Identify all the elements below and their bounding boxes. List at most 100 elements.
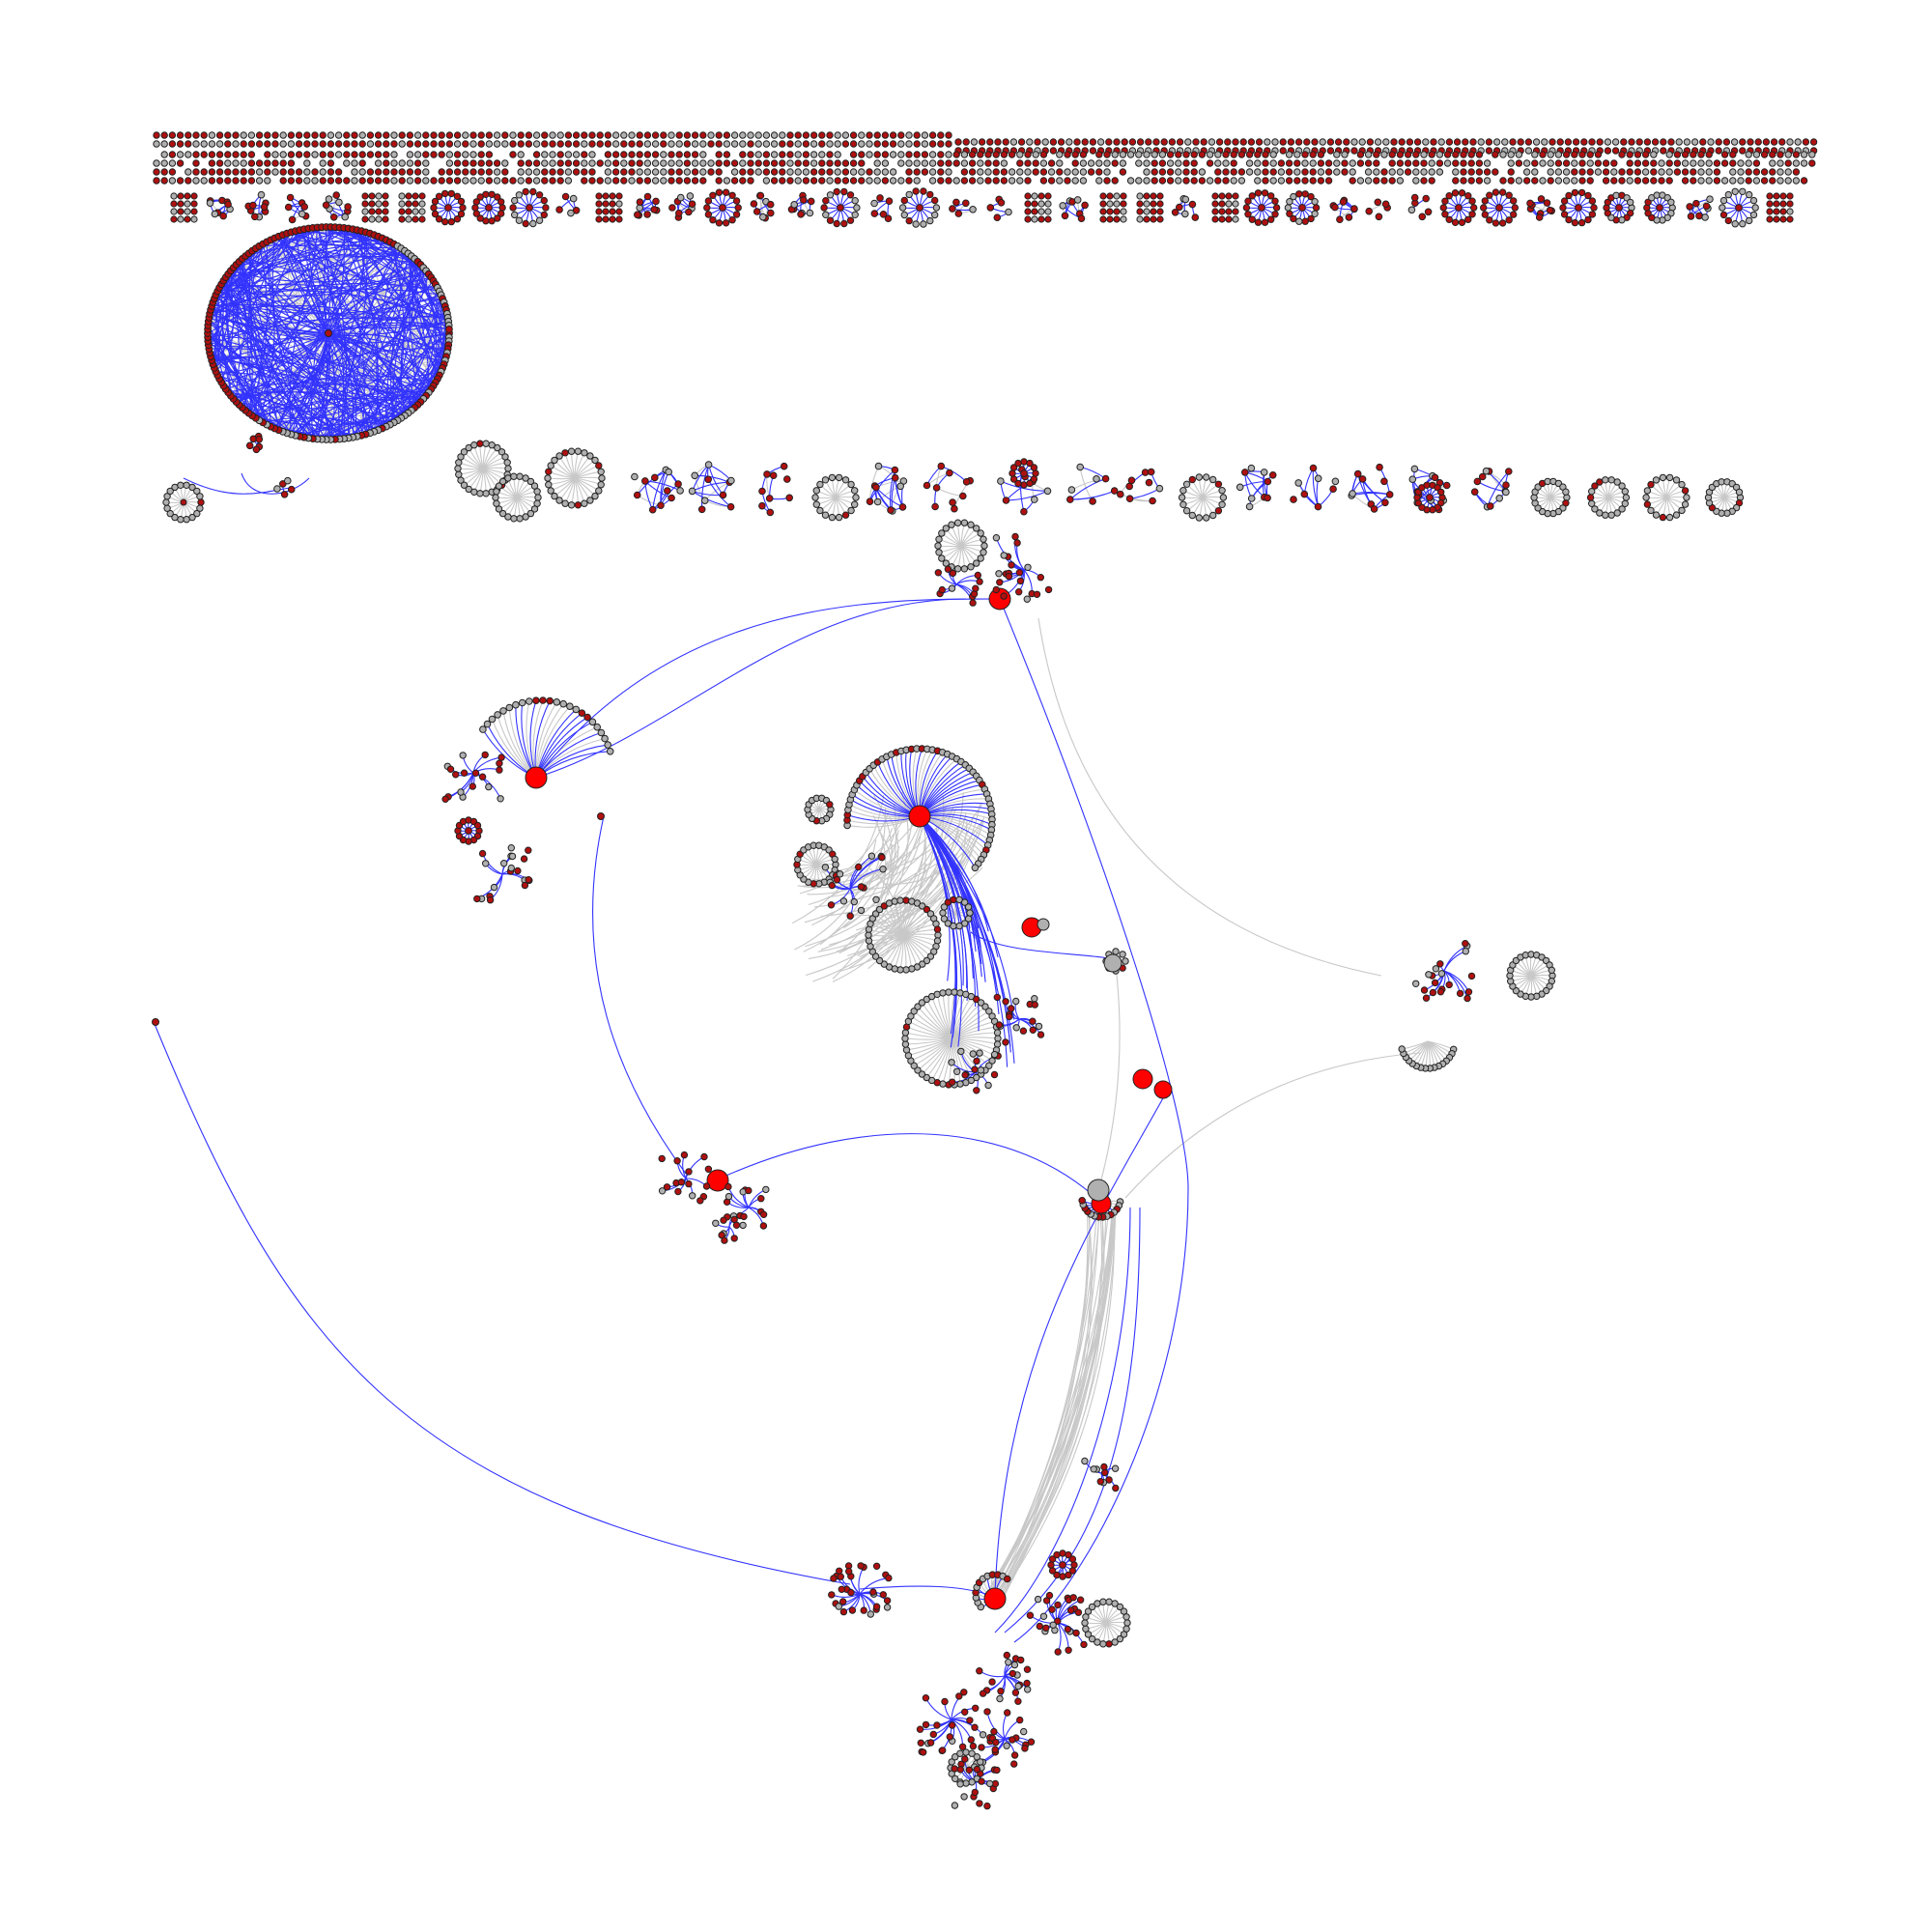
- isolated-node: [1675, 138, 1683, 146]
- isolated-node: [1556, 138, 1564, 146]
- isolated-node: [691, 151, 699, 158]
- disc-node: [835, 513, 843, 522]
- isolated-node: [1554, 159, 1563, 167]
- hub-ring-node: [494, 711, 501, 719]
- isolated-node: [501, 168, 509, 176]
- isolated-node: [295, 131, 303, 139]
- isolated-node: [1586, 151, 1594, 158]
- ring-node: [488, 217, 496, 225]
- isolated-node: [754, 168, 762, 176]
- isolated-node: [1182, 151, 1190, 158]
- isolated-node: [271, 159, 279, 167]
- isolated-node: [374, 151, 383, 158]
- big-cluster-hub-edge: [217, 332, 329, 377]
- cluster-blue-edge: [919, 815, 1015, 1064]
- isolated-node: [779, 159, 786, 167]
- satellite-node: [1462, 948, 1470, 955]
- small-component-node: [1141, 469, 1150, 476]
- isolated-node: [390, 159, 398, 167]
- isolated-node: [1784, 168, 1792, 176]
- disc-node: [985, 1008, 993, 1015]
- ring-node: [1009, 475, 1018, 483]
- isolated-node: [762, 177, 771, 185]
- satellite-node: [996, 1694, 1004, 1703]
- small-component-node: [946, 469, 953, 477]
- isolated-node: [1364, 177, 1373, 185]
- ring-node: [1584, 191, 1592, 200]
- small-component-node: [1375, 213, 1383, 221]
- satellite-node: [979, 1731, 987, 1739]
- isolated-node: [1739, 138, 1747, 146]
- isolated-node: [438, 151, 445, 158]
- isolated-node: [1769, 159, 1776, 167]
- isolated-node: [1000, 168, 1009, 176]
- isolated-node: [802, 140, 810, 148]
- isolated-node: [739, 140, 747, 148]
- disc-node: [993, 1040, 1002, 1048]
- isolated-node: [469, 151, 477, 158]
- small-component-node: [634, 211, 641, 219]
- isolated-node: [1232, 138, 1239, 146]
- satellite-node: [821, 864, 830, 871]
- isolated-node: [541, 177, 549, 185]
- isolated-node: [240, 131, 247, 139]
- disc-node: [1602, 476, 1609, 484]
- disc-node: [994, 1035, 1002, 1042]
- isolated-node: [1024, 215, 1032, 223]
- satellite-node: [1064, 1625, 1072, 1634]
- long-blue-edge: [241, 472, 310, 495]
- ring-node: [820, 204, 828, 212]
- ring-node: [1068, 1567, 1077, 1575]
- ring-node: [1244, 197, 1252, 205]
- isolated-node: [438, 168, 445, 176]
- satellite-node: [1035, 1022, 1043, 1031]
- ring-center-node: [1575, 204, 1582, 212]
- ring-node: [840, 187, 848, 196]
- isolated-node: [1388, 151, 1396, 158]
- cluster-gray-edge: [820, 817, 984, 918]
- ring-node: [1059, 1549, 1066, 1557]
- isolated-node: [271, 151, 279, 158]
- satellite-node: [939, 1747, 947, 1754]
- isolated-node: [398, 208, 406, 215]
- isolated-node: [1128, 138, 1137, 146]
- ring-node: [535, 216, 544, 224]
- disc-node: [1678, 506, 1686, 515]
- small-component-node: [322, 201, 330, 210]
- ring-node: [1571, 188, 1579, 197]
- isolated-node: [303, 159, 311, 167]
- disc-edge: [482, 447, 498, 469]
- isolated-node: [1524, 138, 1533, 146]
- isolated-node: [937, 177, 945, 185]
- isolated-node: [921, 151, 929, 158]
- satellite-node: [845, 1568, 853, 1576]
- isolated-node: [1773, 200, 1780, 208]
- isolated-node: [1578, 177, 1586, 185]
- ring-node: [1048, 1567, 1057, 1575]
- isolated-node: [366, 140, 375, 148]
- satellite-node: [857, 906, 866, 915]
- isolated-node: [1390, 138, 1398, 146]
- isolated-node: [1650, 151, 1658, 158]
- ring-node: [1498, 219, 1507, 227]
- ring-center-node: [916, 204, 923, 212]
- isolated-node: [786, 140, 794, 148]
- big-cluster-hub-edge: [251, 332, 329, 416]
- isolated-node: [334, 177, 343, 185]
- disc-node: [1094, 1638, 1101, 1646]
- isolated-node: [928, 159, 937, 167]
- isolated-node: [351, 177, 358, 185]
- satellite-node: [1016, 577, 1025, 585]
- satellite-node: [961, 1071, 969, 1079]
- isolated-node: [1554, 151, 1563, 158]
- small-component-node: [286, 193, 295, 202]
- satellite-node: [872, 1562, 881, 1571]
- isolated-node: [541, 140, 549, 148]
- isolated-node: [549, 177, 556, 185]
- small-component-node: [651, 473, 659, 482]
- big-cluster-edge: [207, 332, 402, 419]
- isolated-node: [1515, 159, 1523, 167]
- big-cluster-hub-edge: [221, 332, 329, 384]
- isolated-node: [730, 131, 739, 139]
- isolated-node: [208, 140, 216, 148]
